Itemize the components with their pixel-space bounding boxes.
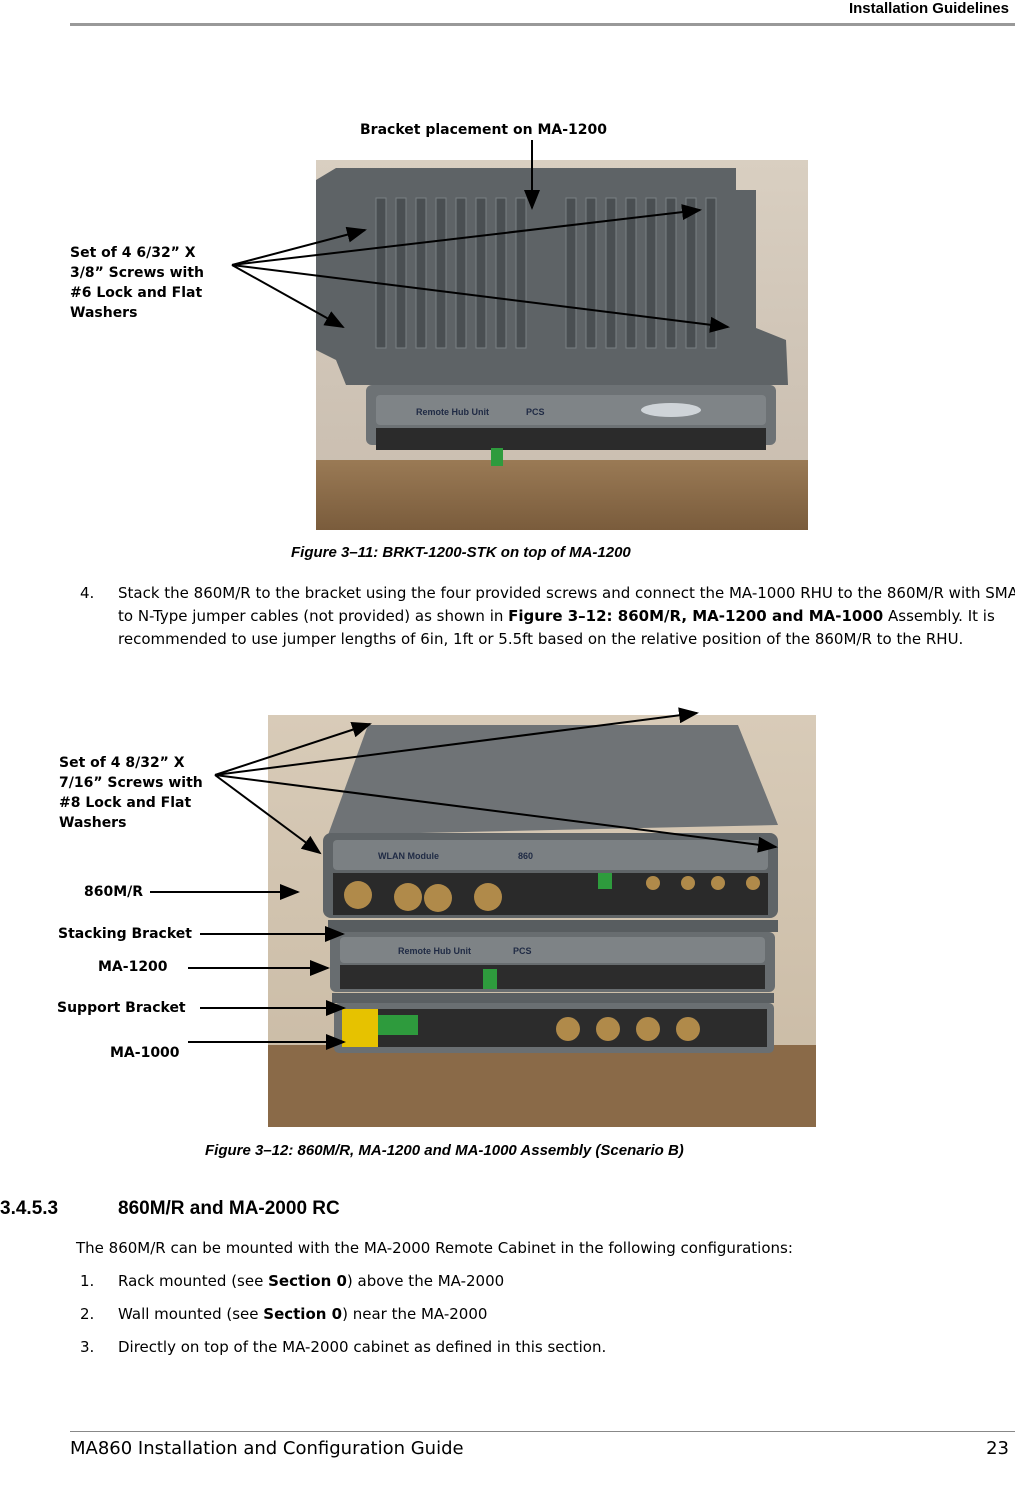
list-item-post: ) above the MA-2000 <box>346 1272 505 1290</box>
footer-divider <box>70 1431 1015 1432</box>
section-intro: The 860M/R can be mounted with the MA-20… <box>76 1239 793 1257</box>
device-label-wlan: WLAN Module <box>378 851 439 861</box>
section-link[interactable]: Section 0 <box>268 1272 347 1290</box>
footer-document-title: MA860 Installation and Configuration Gui… <box>70 1438 464 1459</box>
device-label-pcs: PCS <box>526 407 545 417</box>
bracket-on-ma1200-image: Remote Hub Unit PCS <box>316 160 808 530</box>
step-text: Stack the 860M/R to the bracket using th… <box>118 582 1015 651</box>
figure-12-reference-link[interactable]: Figure 3–12: 860M/R, MA-1200 and MA-1000 <box>508 607 884 625</box>
header-divider <box>70 23 1015 26</box>
list-item-pre: Wall mounted (see <box>118 1305 264 1323</box>
list-item-pre: Rack mounted (see <box>118 1272 269 1290</box>
section-number: 3.4.5.3 <box>0 1198 59 1219</box>
device-label-860: 860 <box>518 851 533 861</box>
screws-label-line: Washers <box>59 815 127 831</box>
list-item-number: 2. <box>80 1305 95 1323</box>
screws-label-line: #6 Lock and Flat <box>70 285 203 301</box>
label-ma-1000: MA-1000 <box>110 1045 180 1061</box>
step-4-paragraph: 4. Stack the 860M/R to the bracket using… <box>76 582 1015 677</box>
figure-12-photo: WLAN Module 860 Remote Hub Unit PCS <box>268 715 816 1127</box>
page-number: 23 <box>986 1438 1009 1459</box>
figure-11-arrows <box>231 140 730 333</box>
bracket-placement-label: Bracket placement on MA-1200 <box>360 122 607 138</box>
page-header-title: Installation Guidelines <box>848 0 1009 17</box>
figure-12-arrows <box>150 707 778 1050</box>
list-item-text: Rack mounted (see Section 0) above the M… <box>118 1270 1015 1293</box>
label-860mr: 860M/R <box>84 884 144 900</box>
screws-label-line: Set of 4 6/32” X <box>70 245 196 261</box>
step-text-part-b: Assembly. It is recommended to use jumpe… <box>118 607 995 648</box>
list-item-text: Wall mounted (see Section 0) near the MA… <box>118 1303 1015 1326</box>
step-number: 4. <box>80 584 95 602</box>
step-text-part-a: Stack the 860M/R to the bracket using th… <box>118 584 1015 625</box>
screws-label-fig12: Set of 4 8/32” X 7/16” Screws with #8 Lo… <box>59 753 224 833</box>
screws-label-line: 3/8” Screws with <box>70 265 204 281</box>
figure-11-caption: Figure 3–11: BRKT-1200-STK on top of MA-… <box>291 544 631 561</box>
label-stacking-bracket: Stacking Bracket <box>58 926 192 942</box>
assembly-stack-image: WLAN Module 860 Remote Hub Unit PCS <box>268 715 816 1127</box>
device-label-rhu: Remote Hub Unit <box>416 407 489 417</box>
screws-label-fig11: Set of 4 6/32” X 3/8” Screws with #6 Loc… <box>70 243 235 323</box>
list-item-pre: Directly on top of the MA-2000 cabinet a… <box>118 1338 607 1356</box>
figure-11-photo: Remote Hub Unit PCS <box>316 160 808 530</box>
screws-label-line: #8 Lock and Flat <box>59 795 192 811</box>
list-item-number: 3. <box>80 1338 95 1356</box>
section-title: 860M/R and MA-2000 RC <box>118 1198 340 1219</box>
screws-label-line: 7/16” Screws with <box>59 775 203 791</box>
device-label-rhu-2: Remote Hub Unit <box>398 946 471 956</box>
screws-label-line: Set of 4 8/32” X <box>59 755 185 771</box>
config-list: 1. Rack mounted (see Section 0) above th… <box>76 1270 976 1370</box>
label-ma-1200: MA-1200 <box>98 959 168 975</box>
label-support-bracket: Support Bracket <box>57 1000 186 1016</box>
list-item-text: Directly on top of the MA-2000 cabinet a… <box>118 1336 1015 1359</box>
section-link[interactable]: Section 0 <box>263 1305 343 1323</box>
list-item-number: 1. <box>80 1272 95 1290</box>
screws-label-line: Washers <box>70 305 138 321</box>
device-label-pcs-2: PCS <box>513 946 532 956</box>
figure-12-caption: Figure 3–12: 860M/R, MA-1200 and MA-1000… <box>205 1142 684 1159</box>
list-item-post: ) near the MA-2000 <box>342 1305 488 1323</box>
